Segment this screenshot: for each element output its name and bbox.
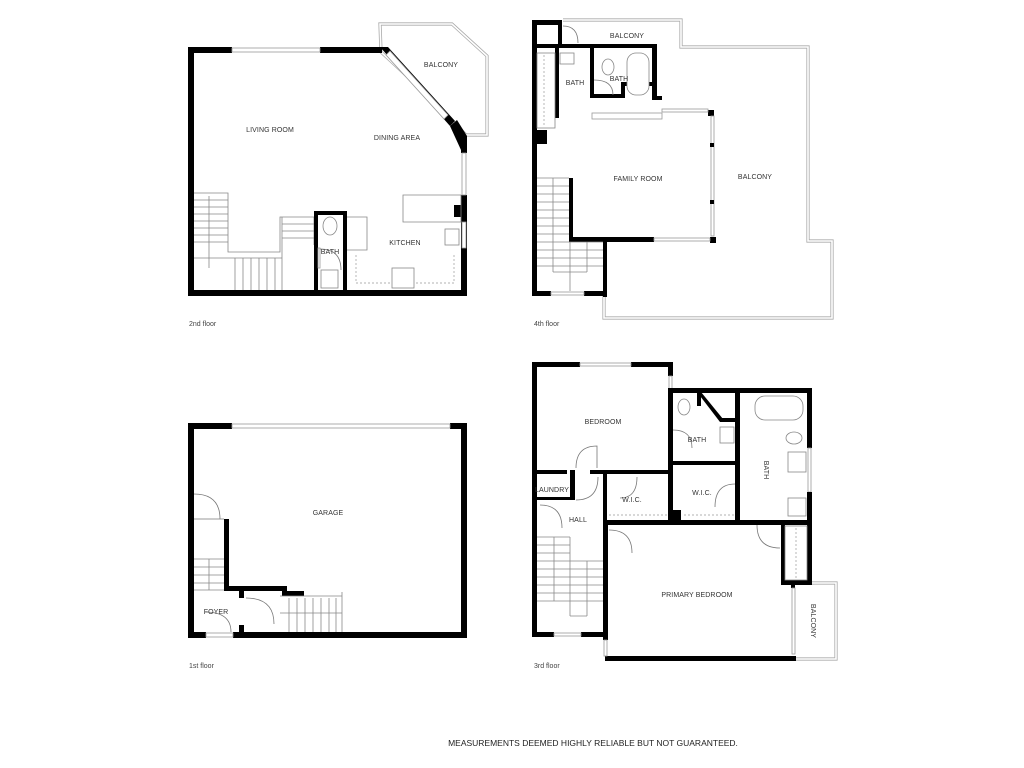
floor-label-3rd: 3rd floor: [534, 663, 560, 670]
floor-label-2nd: 2nd floor: [189, 321, 217, 328]
balcony-2nd-floor-outline: [378, 22, 489, 137]
floor-plan-2nd-floor: LIVING ROOM DINING AREA BALCONY BATH KIT…: [188, 22, 489, 328]
room-label-bath-small: BATH: [688, 437, 707, 444]
room-label-bath: BATH: [321, 249, 340, 256]
room-label-balcony: BALCONY: [424, 62, 458, 69]
room-label-dining-area: DINING AREA: [374, 135, 420, 142]
room-label-wic-1: W.I.C.: [622, 497, 642, 504]
floor-plan-3rd-floor: BEDROOM BATH BATH LAUNDRY W.I.C. W.I.C. …: [532, 362, 838, 670]
measurement-disclaimer: MEASUREMENTS DEEMED HIGHLY RELIABLE BUT …: [448, 738, 738, 748]
room-label-garage: GARAGE: [313, 510, 344, 517]
room-label-foyer: FOYER: [204, 609, 229, 616]
room-label-primary-bedroom: PRIMARY BEDROOM: [661, 592, 732, 599]
staircase-2nd-floor: [194, 192, 315, 290]
floor-label-1st: 1st floor: [189, 663, 215, 670]
room-label-laundry: LAUNDRY: [535, 487, 569, 494]
room-label-bath-1: BATH: [566, 80, 585, 87]
room-label-bedroom: BEDROOM: [585, 419, 622, 426]
room-label-bath-2: BATH: [610, 76, 629, 83]
staircase-1st-floor: [194, 558, 343, 632]
room-label-wic-2: W.I.C.: [692, 490, 712, 497]
balcony-4th-floor-outline: [563, 18, 834, 320]
room-label-hall: HALL: [569, 517, 587, 524]
room-label-family-room: FAMILY ROOM: [613, 176, 662, 183]
room-label-living-room: LIVING ROOM: [246, 127, 294, 134]
room-label-balcony-3rd: BALCONY: [809, 604, 816, 638]
staircase-4th-floor: [537, 177, 603, 291]
staircase-3rd-floor: [537, 536, 603, 617]
room-label-balcony-large: BALCONY: [738, 174, 772, 181]
floor-plan-1st-floor: GARAGE FOYER 1st floor: [188, 423, 467, 670]
floor-label-4th: 4th floor: [534, 321, 560, 328]
room-label-kitchen: KITCHEN: [389, 240, 420, 247]
floor-plan-4th-floor: BALCONY BATH BATH FAMILY ROOM BALCONY 4t…: [532, 18, 834, 328]
room-label-bath-primary: BATH: [762, 461, 769, 480]
room-label-balcony-top: BALCONY: [610, 33, 644, 40]
balcony-3rd-floor-outline: [794, 581, 838, 661]
